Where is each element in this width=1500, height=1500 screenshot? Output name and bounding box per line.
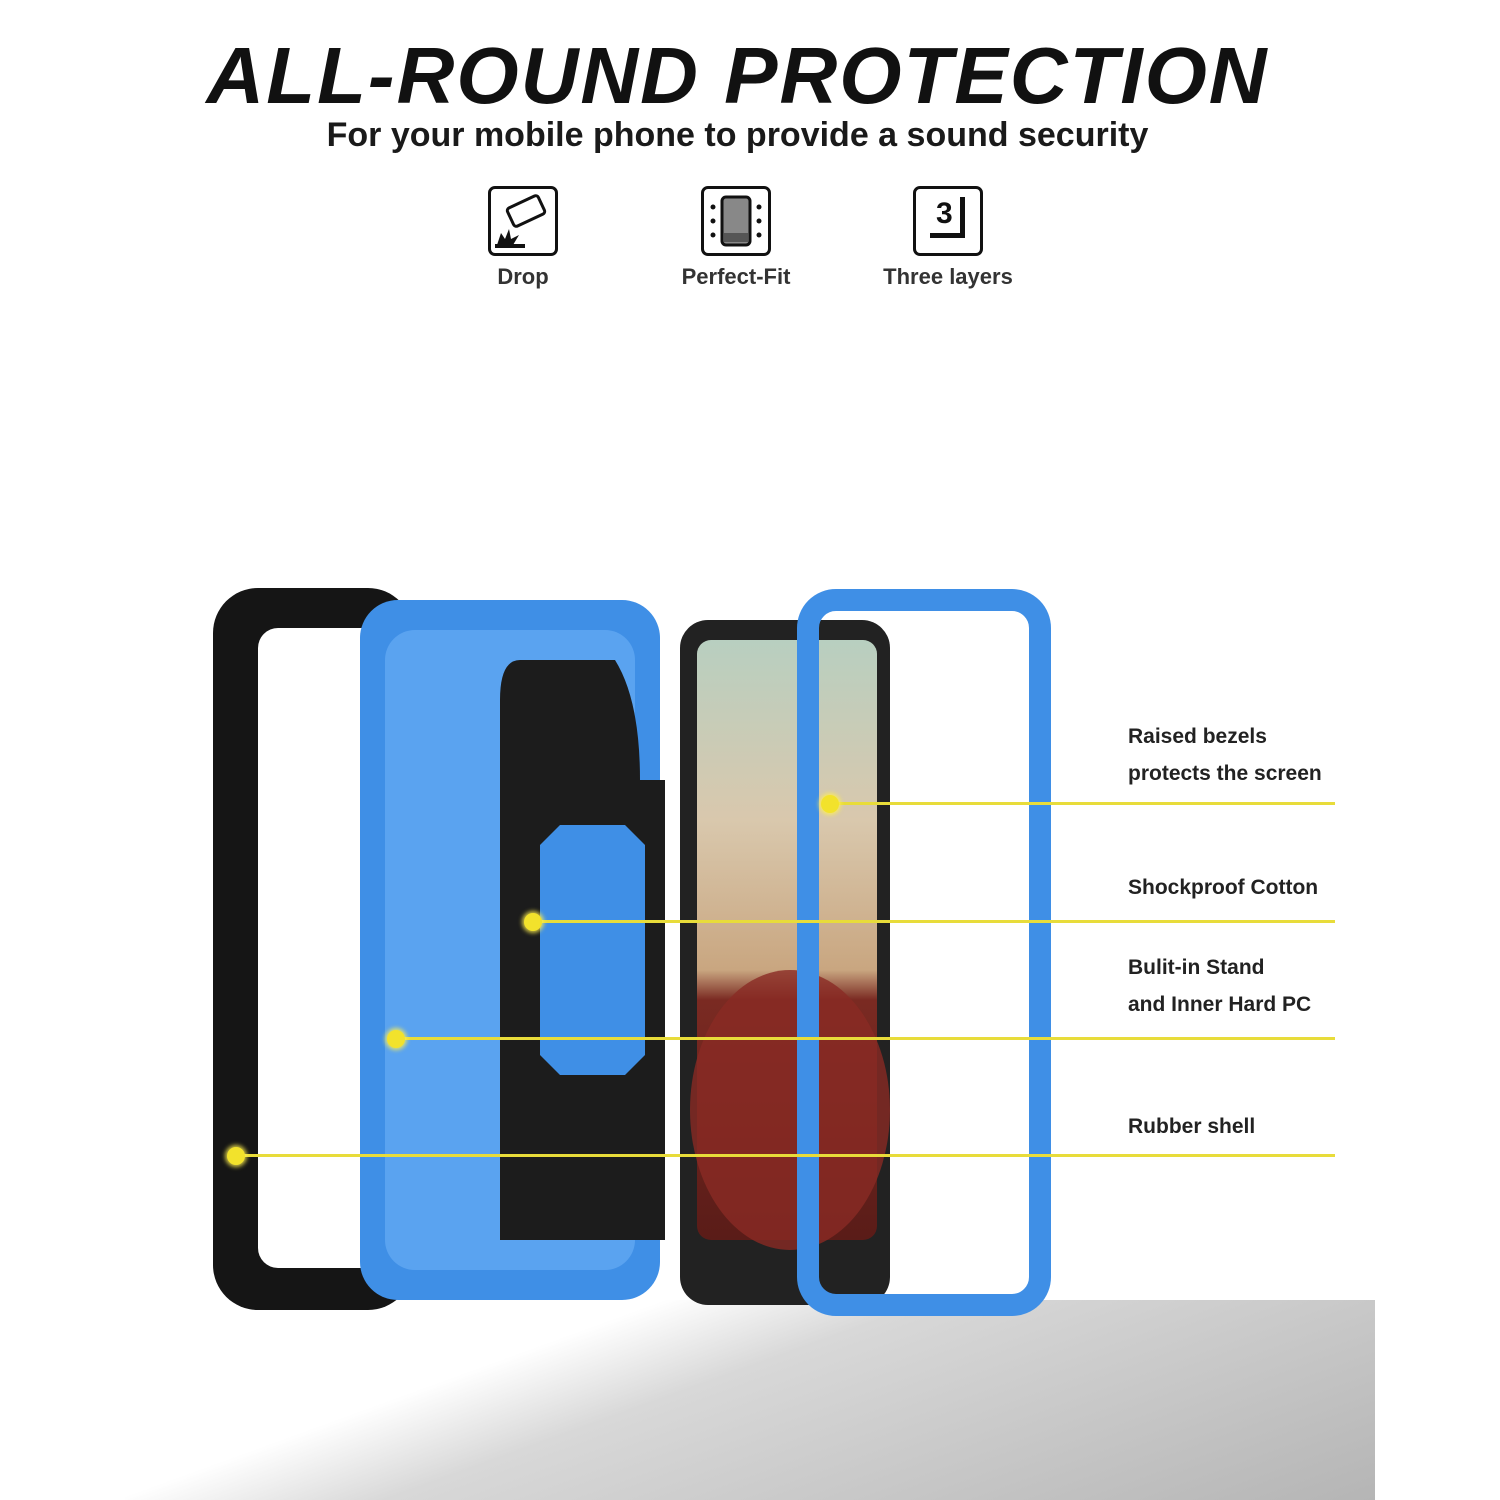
callout-line [533,920,1335,923]
page-subtitle: For your mobile phone to provide a sound… [326,116,1149,154]
page-title: ALL-ROUND PROTECTION [206,31,1269,120]
callout-dot [821,795,839,813]
feature-drop: Drop [423,186,623,290]
callout-built-in-stand: Bulit-in Stand and Inner Hard PC [1128,956,1312,1016]
feature-label: Three layers [883,264,1013,289]
callout-rubber-shell: Rubber shell [1128,1115,1256,1138]
callout-dot [387,1030,405,1048]
callout-dot [227,1147,245,1165]
feature-perfect-fit: Perfect-Fit [636,186,836,290]
three-layers-icon: 3 [913,186,983,256]
callout-line [830,802,1335,805]
phone [680,620,890,1305]
callout-dot [524,913,542,931]
callout-raised-bezels: Raised bezels protects the screen [1128,725,1322,785]
drop-icon [488,186,558,256]
callout-line [396,1037,1335,1040]
callout-shockproof-cotton: Shockproof Cotton [1128,876,1319,899]
feature-three-layers: 3 Three layers [848,186,1048,290]
feature-label: Perfect-Fit [681,264,791,289]
shockproof-cotton [500,660,665,1240]
feature-label: Drop [497,264,549,289]
raised-bezel-frame [797,589,1051,1316]
perfect-fit-icon [701,186,771,256]
floor-surface [125,1300,1375,1500]
callout-line [236,1154,1335,1157]
